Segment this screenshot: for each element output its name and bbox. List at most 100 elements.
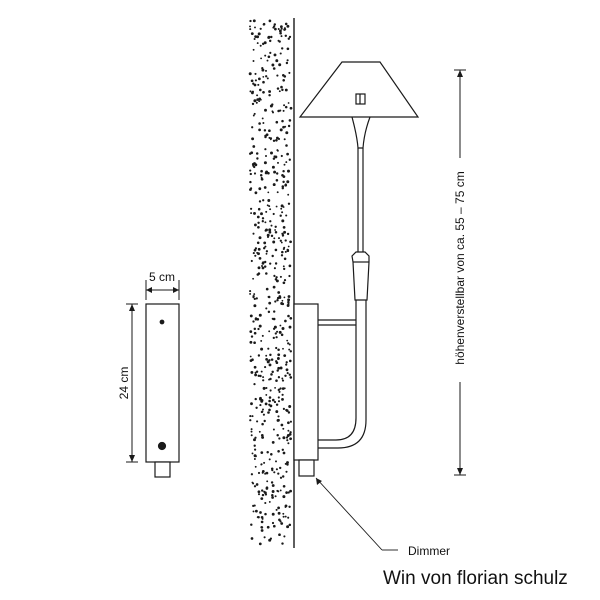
- wall-dot: [275, 336, 278, 339]
- wall-dot: [249, 28, 252, 31]
- wall-dot: [248, 72, 252, 76]
- wall-dot: [261, 493, 265, 497]
- wall-dot: [289, 350, 292, 353]
- wall-dot: [283, 354, 287, 357]
- wall-dot: [289, 376, 293, 379]
- wall-dot: [254, 436, 257, 439]
- wall-dot: [272, 327, 276, 330]
- wall-dot: [282, 347, 284, 350]
- wall-dot: [265, 272, 268, 275]
- wall-dot: [288, 158, 291, 161]
- wall-dot: [277, 366, 281, 370]
- wall-dot: [270, 224, 273, 227]
- wall-dot: [250, 523, 253, 526]
- wall-dot: [275, 276, 278, 279]
- wall-dot: [265, 69, 267, 72]
- wall-dot: [285, 363, 288, 366]
- wall-dot: [272, 139, 276, 142]
- wall-dot: [278, 63, 282, 67]
- wall-dot: [261, 262, 265, 265]
- wall-dot: [269, 262, 272, 265]
- wall-dot: [256, 35, 260, 39]
- wall-dot: [262, 23, 265, 26]
- wall-dot: [283, 104, 286, 107]
- wall-dot: [253, 454, 257, 458]
- wall-dot: [260, 347, 264, 351]
- wall-dot: [280, 85, 283, 89]
- wall-dot: [287, 491, 290, 494]
- wall-dot: [264, 512, 267, 516]
- wall-dot: [275, 139, 278, 142]
- wall-dot: [257, 354, 261, 357]
- wall-dot: [254, 397, 257, 401]
- wall-dot: [283, 75, 287, 78]
- wall-dot: [288, 35, 292, 39]
- wall-dot: [256, 420, 259, 423]
- wall-dot: [277, 353, 281, 357]
- wall-dot: [282, 515, 285, 518]
- wall-dot: [286, 463, 289, 466]
- wall-dot: [256, 98, 259, 101]
- wall-dot: [283, 257, 287, 261]
- wall-dot: [255, 101, 258, 104]
- wall-dot: [288, 264, 292, 268]
- wall-dot: [288, 343, 291, 346]
- wall-dot: [284, 28, 287, 31]
- wall-dot: [258, 122, 261, 125]
- wall-dot: [252, 145, 256, 148]
- wall-dot: [256, 42, 259, 45]
- wall-dot: [286, 180, 290, 184]
- wall-dot: [275, 205, 278, 208]
- wall-dot: [284, 374, 287, 378]
- wall-dot: [284, 22, 288, 26]
- wall-dot: [277, 418, 280, 422]
- wall-dot: [261, 68, 265, 72]
- wall-dot: [256, 241, 260, 245]
- wall-dot: [281, 219, 285, 223]
- wall-dot: [267, 310, 271, 314]
- wall-dot: [285, 491, 288, 494]
- wall-dot: [285, 161, 288, 164]
- wall-dot: [279, 275, 282, 278]
- wall-dot: [253, 248, 257, 252]
- wall-dot: [276, 74, 279, 77]
- wall-dot: [259, 374, 262, 378]
- wall-dot: [258, 97, 262, 101]
- wall-dot: [253, 383, 256, 386]
- wall-dot: [280, 35, 283, 38]
- wall-dot: [262, 379, 265, 382]
- wall-dot: [252, 320, 255, 323]
- wall-dot: [259, 27, 262, 30]
- wall-dot: [272, 336, 275, 340]
- wall-dot: [274, 229, 277, 231]
- wall-dot: [249, 419, 252, 422]
- wall-dot: [261, 266, 265, 270]
- wall-dot: [282, 484, 286, 488]
- wall-dot: [258, 324, 262, 328]
- wall-dot: [274, 262, 278, 265]
- wall-dot: [275, 179, 279, 182]
- wall-dot: [261, 42, 265, 46]
- wall-dot: [282, 247, 285, 251]
- wall-dot: [270, 35, 273, 39]
- wall-dot: [254, 79, 257, 82]
- wall-dot: [282, 281, 286, 285]
- wall-dot: [276, 191, 279, 194]
- wall-dot: [271, 512, 275, 516]
- wall-dot: [275, 410, 279, 414]
- wall-dot: [268, 19, 272, 23]
- wall-dot: [258, 257, 262, 260]
- wall-dot: [282, 427, 285, 430]
- wall-dot: [264, 154, 268, 158]
- wall-dot: [273, 23, 277, 26]
- wall-dot: [269, 137, 273, 140]
- wall-dot: [280, 423, 284, 427]
- wall-dot: [277, 506, 280, 510]
- wall-dot: [269, 208, 272, 211]
- lower-arm-inner: [318, 300, 357, 441]
- wall-dot: [271, 103, 274, 106]
- wall-dot: [260, 433, 264, 437]
- plate-screw-bottom: [157, 441, 167, 451]
- wall-dot: [289, 420, 292, 423]
